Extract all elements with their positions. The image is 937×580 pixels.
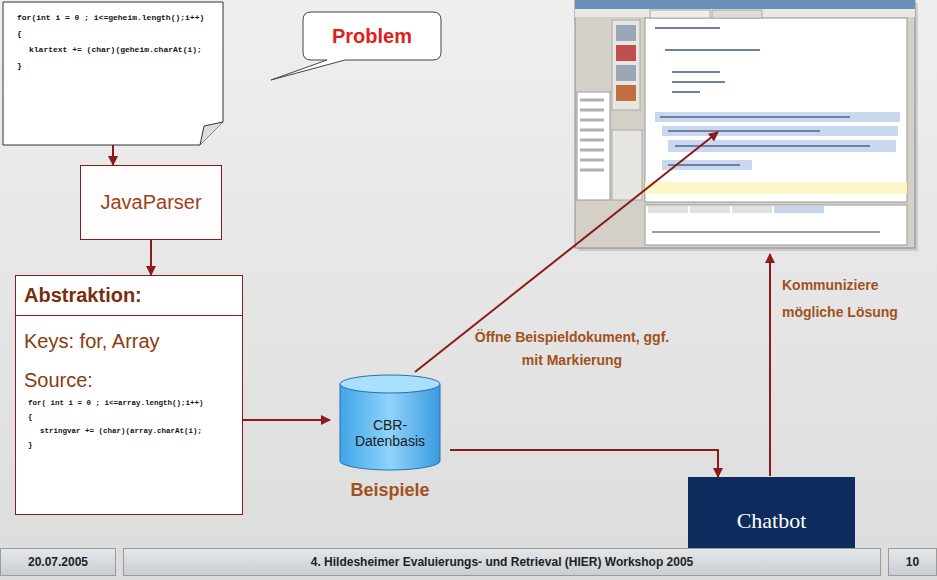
- keys-text: Keys: for, Array: [16, 316, 242, 353]
- footer-date: 20.07.2005: [28, 555, 88, 569]
- footer-title: 4. Hildesheimer Evaluierungs- und Retrie…: [311, 555, 694, 569]
- footer-page: 10: [906, 555, 919, 569]
- code-note: for(int i = 0 ; i<=geheim.length();i++){…: [3, 2, 223, 145]
- process-box: JavaParser: [80, 165, 222, 240]
- code-line: for(int i = 0 ; i<=geheim.length();i++): [17, 10, 223, 26]
- database-cylinder: CBR-DatenbasisBeispiele: [330, 375, 450, 503]
- footer-box: 10: [888, 548, 937, 576]
- database-label: CBR-Datenbasis: [348, 375, 432, 472]
- code-line: klartext += (char)(geheim.charAt(i);: [17, 42, 223, 58]
- flow-arrow: [243, 419, 330, 421]
- code-line: stringvar += (char)(array.charAt(i);: [16, 424, 242, 438]
- arrow-label: Kommuniziere mögliche Lösung: [782, 272, 917, 326]
- callout-text: Problem: [332, 25, 412, 48]
- screenshot: [575, 0, 918, 251]
- code-line: {: [17, 26, 223, 42]
- footer-box: 4. Hildesheimer Evaluierungs- und Retrie…: [123, 548, 881, 576]
- flow-arrow: [112, 145, 114, 165]
- code-line: {: [16, 410, 242, 424]
- leader-arrow: [415, 132, 718, 372]
- code-line: for( int i = 0 ; i<=array.length();i++): [16, 396, 242, 410]
- code-line: }: [16, 438, 242, 452]
- leader-arrow: [769, 254, 771, 476]
- flow-arrow: [450, 450, 718, 477]
- code-line: }: [17, 58, 223, 74]
- code-note-outline: [3, 2, 223, 145]
- abstraction-box: Abstraktion:Keys: for, ArraySource:for( …: [15, 275, 243, 515]
- database-caption: Beispiele: [350, 480, 429, 501]
- box-label: Chatbot: [737, 508, 807, 534]
- source-heading: Source:: [16, 353, 242, 396]
- footer-box: 20.07.2005: [0, 548, 116, 576]
- box-label: JavaParser: [100, 191, 201, 214]
- flow-arrow: [150, 240, 152, 275]
- arrow-label: Öffne Beispieldokument, ggf. mit Markier…: [472, 326, 672, 372]
- callout-bubble: Problem: [303, 12, 441, 60]
- box-heading: Abstraktion:: [16, 276, 242, 316]
